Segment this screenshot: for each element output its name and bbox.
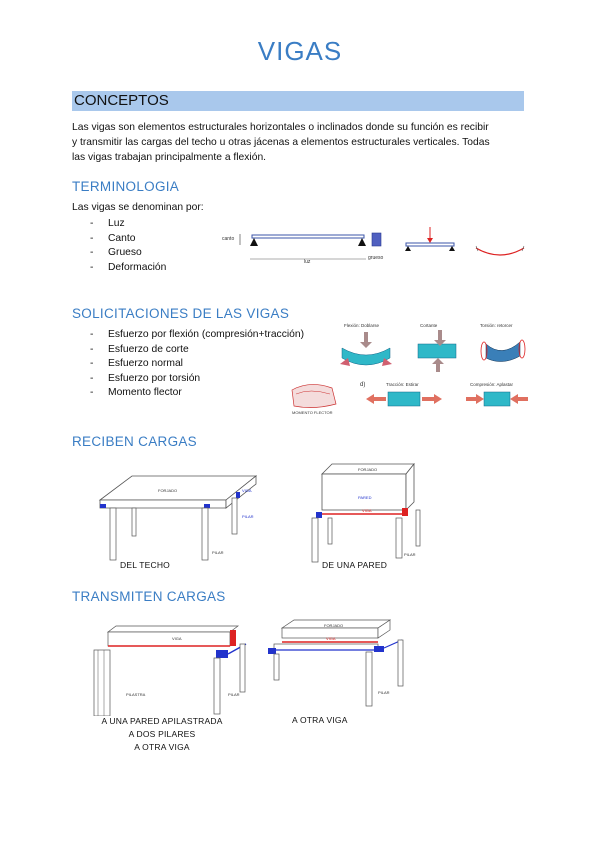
list-item: Grueso	[72, 246, 166, 261]
list-item: Esfuerzo por torsión	[72, 372, 304, 387]
terminologia-list: Luz Canto Grueso Deformación	[72, 217, 166, 275]
forjado-label: FORJADO	[158, 488, 177, 493]
forjado-label: FORJADO	[324, 623, 343, 628]
caption-de-una-pared: DE UNA PARED	[322, 560, 388, 570]
list-item: Esfuerzo de corte	[72, 343, 304, 358]
grueso-label: grueso	[368, 255, 384, 261]
beam-receives-roof-diagram: FORJADO VIGA PILAR PILAR	[98, 475, 258, 561]
viga-label: VIGA	[362, 508, 372, 513]
forjado-label: FORJADO	[358, 467, 377, 472]
caption-line: A UNA PARED APILASTRADA	[101, 716, 223, 726]
beam-terminology-diagram: canto luz grueso	[222, 227, 525, 265]
beam-transmits-wall-columns-diagram: VIGA PILASTRA PILAR	[93, 625, 247, 716]
heading-terminologia: TERMINOLOGIA	[72, 179, 180, 194]
list-item: Canto	[72, 232, 166, 247]
stress-types-diagram: Flexión: Doblarse Cortante Torsión: reto…	[291, 323, 528, 415]
pilar-label: PILAR	[212, 550, 224, 555]
list-item: Esfuerzo por flexión (compresión+tracció…	[72, 328, 304, 343]
solicitaciones-list: Esfuerzo por flexión (compresión+tracció…	[72, 328, 304, 401]
paragraph-line: Las vigas son elementos estructurales ho…	[72, 122, 489, 133]
caption-transmite-left: A UNA PARED APILASTRADA A DOS PILARES A …	[92, 715, 232, 754]
momento-label: MOMENTO FLECTOR	[292, 410, 333, 415]
list-item: Deformación	[72, 261, 166, 276]
pilar-label: PILAR	[228, 692, 240, 697]
pilar-label: PILAR	[242, 514, 254, 519]
beam-receives-wall-diagram: FORJADO PARED VIGA PILAR	[311, 462, 421, 563]
list-item: Esfuerzo normal	[72, 357, 304, 372]
section-title: CONCEPTOS	[74, 92, 169, 109]
heading-solicitaciones: SOLICITACIONES DE LAS VIGAS	[72, 306, 290, 321]
heading-reciben: RECIBEN CARGAS	[72, 434, 197, 449]
pilar-label: PILAR	[378, 690, 390, 695]
luz-label: luz	[304, 259, 311, 265]
traccion-label: Tracción: Estirar	[386, 382, 419, 387]
paragraph-line: y transmitir las cargas del techo u otra…	[72, 137, 490, 148]
conceptos-paragraph: Las vigas son elementos estructurales ho…	[72, 120, 528, 165]
paragraph-line: las vigas trabajan principalmente a flex…	[72, 152, 267, 163]
page-title: VIGAS	[257, 36, 343, 66]
caption-del-techo: DEL TECHO	[120, 560, 170, 570]
cortante-label: Cortante	[420, 323, 438, 328]
viga-label: VIGA	[242, 488, 252, 493]
compresion-label: Compresión: Aplastar	[470, 382, 514, 387]
heading-transmiten: TRANSMITEN CARGAS	[72, 589, 226, 604]
canto-label: canto	[222, 236, 234, 242]
list-item: Momento flector	[72, 386, 304, 401]
viga-label: VIGA	[172, 636, 182, 641]
section-header-conceptos: CONCEPTOS	[72, 91, 524, 111]
caption-a-otra-viga: A OTRA VIGA	[292, 715, 348, 725]
beam-transmits-beam-diagram: FORJADO VIGA PILAR	[268, 619, 404, 707]
viga-label: VIGA	[326, 636, 336, 641]
letter-label: d)	[360, 382, 365, 388]
pilar-label: PILAR	[404, 552, 416, 557]
flexion-label: Flexión: Doblarse	[344, 323, 380, 328]
terminologia-intro: Las vigas se denominan por:	[72, 202, 204, 213]
list-item: Luz	[72, 217, 166, 232]
torsion-label: Torsión: retorcer	[480, 323, 513, 328]
pared-label: PARED	[358, 495, 372, 500]
pilastra-label: PILASTRA	[126, 692, 146, 697]
caption-line: A DOS PILARES	[128, 729, 196, 739]
caption-line: A OTRA VIGA	[134, 742, 190, 752]
